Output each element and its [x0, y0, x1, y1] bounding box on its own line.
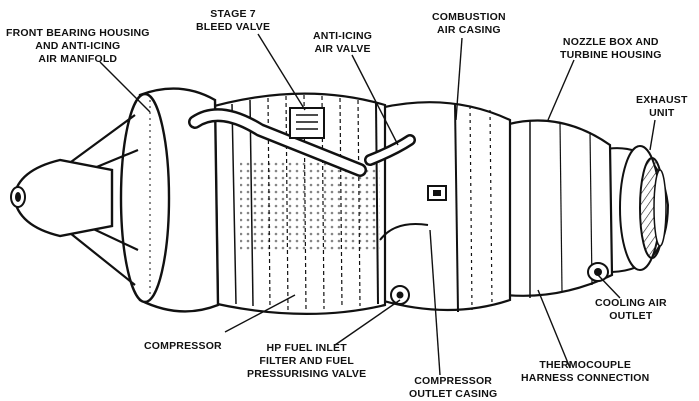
label-line: EXHAUST: [636, 94, 688, 106]
label-line: FILTER AND FUEL: [259, 355, 354, 367]
label-line: COMBUSTION: [432, 11, 506, 23]
label-line: TURBINE HOUSING: [560, 49, 662, 61]
label-hp-fuel-inlet: HP FUEL INLET FILTER AND FUEL PRESSURISI…: [247, 342, 366, 381]
leader-lines: [99, 33, 656, 376]
label-line: FRONT BEARING HOUSING: [6, 27, 150, 39]
label-line: AIR CASING: [436, 24, 501, 36]
leader-thermocouple: [537, 289, 571, 369]
label-front-bearing-housing: FRONT BEARING HOUSING AND ANTI-ICING AIR…: [6, 27, 150, 66]
label-line: BLEED VALVE: [196, 21, 271, 33]
label-line: PRESSURISING VALVE: [247, 368, 367, 380]
label-line: COOLING AIR: [595, 297, 667, 309]
label-line: THERMOCOUPLE: [539, 359, 632, 371]
label-line: OUTLET CASING: [409, 388, 498, 400]
label-stage7-bleed-valve: STAGE 7 BLEED VALVE: [196, 8, 270, 34]
label-cooling-air-outlet: COOLING AIR OUTLET: [595, 297, 667, 323]
fuel-valve-shape: [379, 223, 429, 305]
label-line: STAGE 7: [210, 8, 256, 20]
label-thermocouple-harness: THERMOCOUPLE HARNESS CONNECTION: [521, 359, 649, 385]
leader-combustion: [455, 37, 463, 121]
nose-cone-shape: [10, 158, 114, 238]
leader-hp-fuel: [334, 299, 401, 346]
leader-nozzle: [547, 59, 575, 121]
label-line: UNIT: [649, 107, 675, 119]
label-compressor: COMPRESSOR: [144, 340, 222, 353]
label-line: HP FUEL INLET: [266, 342, 347, 354]
leader-compressor: [224, 294, 296, 333]
leader-anti-icing: [351, 54, 399, 146]
label-compressor-outlet-casing: COMPRESSOR OUTLET CASING: [409, 375, 497, 401]
label-line: OUTLET: [609, 310, 653, 322]
anti-icing-pipe-shape: [188, 108, 416, 177]
label-anti-icing-air-valve: ANTI-ICING AIR VALVE: [313, 30, 372, 56]
front-bearing-housing-shape: [119, 87, 220, 313]
bleed-valve-shape: [289, 107, 325, 139]
label-line: ANTI-ICING: [313, 30, 373, 42]
label-line: AND ANTI-ICING: [35, 40, 121, 52]
leader-stage7: [257, 33, 306, 111]
nozzle-box-shape: [503, 119, 614, 298]
label-exhaust-unit: EXHAUST UNIT: [636, 94, 688, 120]
leader-exhaust: [649, 119, 656, 151]
leader-compressor-outlet: [429, 229, 441, 376]
label-line: AIR MANIFOLD: [38, 53, 118, 65]
label-line: AIR VALVE: [314, 43, 371, 55]
combustion-casing-shape: [378, 101, 512, 313]
label-line: COMPRESSOR: [414, 375, 493, 387]
leader-cooling-air: [597, 274, 621, 299]
leader-front-bearing: [99, 61, 151, 113]
exhaust-unit-shape: [598, 145, 670, 274]
label-line: HARNESS CONNECTION: [521, 372, 650, 384]
label-line: COMPRESSOR: [144, 340, 222, 352]
label-line: NOZZLE BOX AND: [562, 36, 659, 48]
label-nozzle-box-turbine-housing: NOZZLE BOX AND TURBINE HOUSING: [560, 36, 662, 62]
label-combustion-air-casing: COMBUSTION AIR CASING: [432, 11, 506, 37]
